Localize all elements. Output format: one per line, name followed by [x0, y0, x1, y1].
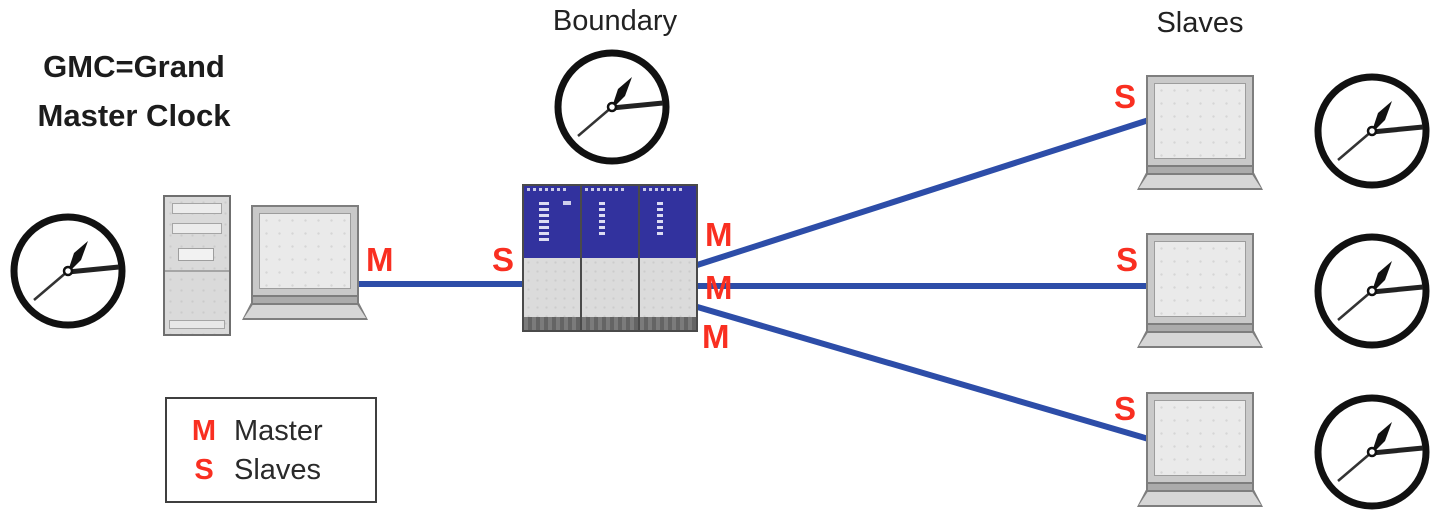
gmc-note-line2: Master Clock	[37, 98, 231, 133]
laptop-display	[259, 213, 351, 289]
tower-vent-slot	[172, 223, 222, 234]
legend-value-slaves: Slaves	[234, 453, 322, 486]
laptop-hinge	[1146, 325, 1254, 331]
legend-value-master: Master	[234, 414, 323, 447]
laptop-icon-slave-bottom	[1137, 392, 1263, 507]
laptop-screen	[1146, 233, 1254, 325]
led-indicator-icon	[563, 201, 571, 205]
laptop-hinge	[1146, 167, 1254, 173]
laptop-screen	[251, 205, 359, 297]
plc-module-body	[640, 258, 696, 317]
plc-module-terminal	[640, 317, 696, 330]
port-label-slave-bottom: S	[1114, 390, 1137, 427]
laptop-base	[1137, 173, 1263, 190]
port-label-boundary-master-mid: M	[705, 269, 733, 306]
legend-key-master: M	[191, 414, 217, 447]
led-indicators-icon	[599, 202, 605, 238]
laptop-icon-slave-mid	[1137, 233, 1263, 348]
slaves-label: Slaves	[1156, 7, 1244, 39]
plc-module-body	[524, 258, 580, 317]
port-label-gmc-master: M	[366, 241, 394, 278]
plc-module-faceplate	[640, 186, 696, 258]
port-label-slave-top: S	[1114, 78, 1137, 115]
plc-module-3	[640, 186, 696, 330]
port-label-boundary-master-top: M	[705, 216, 733, 253]
tower-divider	[165, 270, 229, 272]
laptop-display	[1154, 83, 1246, 159]
laptop-display	[1154, 400, 1246, 476]
legend-box: M Master S Slaves	[165, 397, 377, 503]
plc-module-faceplate	[524, 186, 580, 258]
laptop-icon-gmc	[242, 205, 368, 320]
laptop-base	[1137, 331, 1263, 348]
clock-icon-boundary	[552, 47, 672, 167]
laptop-display	[1154, 241, 1246, 317]
clock-icon-slave-top	[1312, 71, 1432, 191]
plc-module-body	[582, 258, 638, 317]
plc-module-faceplate	[582, 186, 638, 258]
tower-vent-slot	[172, 203, 222, 214]
laptop-base	[242, 303, 368, 320]
clock-icon-slave-mid	[1312, 231, 1432, 351]
clock-icon-gmc	[8, 211, 128, 331]
boundary-label: Boundary	[552, 5, 678, 37]
tower-drive-slot	[178, 248, 214, 261]
legend-row-slaves: S Slaves	[189, 454, 375, 486]
link-boundary-to-slave-bottom	[693, 303, 1153, 443]
port-label-boundary-master-bottom: M	[702, 318, 730, 355]
laptop-hinge	[1146, 484, 1254, 490]
laptop-base	[1137, 490, 1263, 507]
clock-icon-slave-bottom	[1312, 392, 1432, 512]
tower-base	[169, 320, 225, 329]
led-indicators-icon	[539, 202, 549, 244]
led-indicators-icon	[657, 202, 663, 238]
plc-module-2	[582, 186, 638, 330]
link-boundary-to-slave-top	[693, 116, 1153, 269]
gmc-note-line1: GMC=Grand	[43, 49, 225, 84]
laptop-screen	[1146, 75, 1254, 167]
laptop-hinge	[251, 297, 359, 303]
plc-module-terminal	[524, 317, 580, 330]
gmc-note: GMC=Grand Master Clock	[10, 42, 258, 140]
computer-tower-icon	[163, 195, 231, 336]
plc-module-terminal	[582, 317, 638, 330]
laptop-screen	[1146, 392, 1254, 484]
port-label-slave-mid: S	[1116, 241, 1139, 278]
legend-row-master: M Master	[189, 415, 375, 447]
port-label-boundary-slave: S	[492, 241, 515, 278]
boundary-clock-device	[522, 184, 698, 332]
plc-module-1	[524, 186, 580, 330]
legend-key-slaves: S	[194, 453, 214, 486]
laptop-icon-slave-top	[1137, 75, 1263, 190]
